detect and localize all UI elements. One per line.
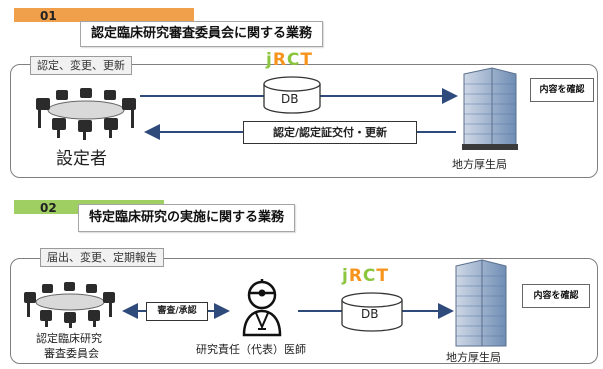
section1-actor-left: 設定者 [56,149,107,169]
section1-jrct-logo: jRCT [266,50,314,70]
section2-number: 02 [40,201,57,215]
section1-actor-right: 地方厚生局 [452,158,507,171]
section2-db-label: DB [361,307,379,321]
section2-review-box: 審査/承認 [146,302,208,321]
committee-table-icon [24,282,115,328]
section2-db-icon [341,292,403,332]
section2-tag: 届出、変更、定期報告 [40,248,164,267]
section2-confirm-bubble: 内容を確認 [522,284,590,308]
section2-actor-mid: 研究責任（代表）医師 [196,343,306,356]
section2-actor-left-line2: 審査委員会 [44,347,99,360]
meeting-table-icon [36,88,136,140]
section2-actor-left-line1: 認定臨床研究 [36,332,102,345]
section1-db-icon [263,76,321,114]
section2-jrct-logo: jRCT [342,266,390,286]
section1-action-box: 認定/認定証交付・更新 [243,121,417,144]
doctor-icon [242,279,282,337]
section2-actor-right: 地方厚生局 [446,351,501,364]
section1-number: 01 [40,9,57,23]
section2-building-icon [455,259,507,347]
section1-title: 認定臨床研究審査委員会に関する業務 [80,21,324,47]
section1-confirm-bubble: 内容を確認 [530,78,594,102]
section2-title: 特定臨床研究の実施に関する業務 [78,204,296,232]
section1-db-label: DB [281,92,299,106]
section1-tag: 認定、変更、更新 [30,56,132,75]
section1-header-bar [14,8,194,22]
section1-building-icon [462,67,518,150]
